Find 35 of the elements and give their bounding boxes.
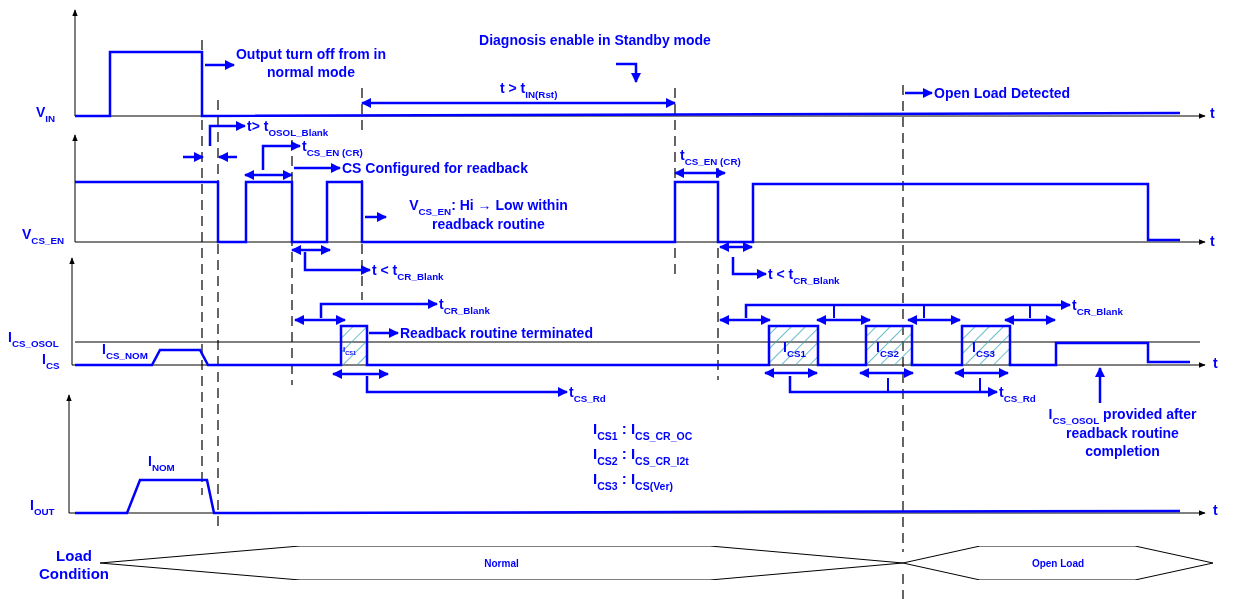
- diagram-label: V$_{IN}$: [36, 103, 56, 122]
- diagram-label: t: [1213, 501, 1218, 519]
- diagram-label: t> t$_{OSOL_Blank}$: [247, 117, 329, 136]
- diagram-label: I$_{CS1}$: [783, 338, 806, 357]
- diagram-label: Diagnosis enable in Standby mode: [478, 31, 712, 49]
- load-state-label: Open Load: [1031, 556, 1085, 571]
- diagram-label: t: [1210, 232, 1215, 250]
- diagram-label: CS Configured for readback: [342, 159, 528, 177]
- diagram-label: t < t$_{CR_Blank}$: [372, 261, 444, 280]
- diagram-label: t$_{CS_Rd}$: [999, 383, 1036, 402]
- diagram-label: t$_{CR_Blank}$: [1072, 296, 1123, 315]
- diagram-label: I$_{CS_NOM}$: [102, 340, 148, 359]
- diagram-label: Output turn off from in normal mode: [234, 45, 388, 81]
- diagram-label: t$_{CS_Rd}$: [569, 383, 606, 402]
- diagram-label: I$_{CS3}$: [972, 338, 995, 357]
- load-state-label: Normal: [484, 556, 519, 571]
- diagram-label: V$_{CS_EN}$: [22, 225, 64, 244]
- diagram-label: I$_{NOM}$: [148, 452, 175, 471]
- diagram-label: V$_{CS_EN}$: Hi → Low within readback routine: [408, 196, 569, 233]
- diagram-label: t$_{CS_EN (CR)}$: [302, 137, 363, 156]
- diagram-label: t < t$_{CR_Blank}$: [768, 265, 840, 284]
- diagram-label: I$_{CS}$: [42, 350, 60, 369]
- diagram-label: Readback routine terminated: [400, 324, 593, 342]
- diagram-label: I$_{CS1}$: [343, 344, 357, 359]
- diagram-label: t: [1210, 104, 1215, 122]
- diagram-label: t$_{CS_EN (CR)}$: [680, 146, 741, 165]
- diagram-label: t: [1213, 354, 1218, 372]
- diagram-label: I$_{CS2}$: [876, 338, 899, 357]
- diagram-label: I$_{OUT}$: [30, 496, 55, 515]
- diagram-label: t > t$_{IN(Rst)}$: [500, 79, 558, 98]
- diagram-label: I$_{CS_OSOL}$ provided after readback routine completion: [1047, 405, 1198, 460]
- diagram-label: Load Condition: [38, 547, 110, 583]
- diagram-label: I$_{CS_OSOL}$: [8, 328, 59, 347]
- diagram-label: t$_{CR_Blank}$: [439, 295, 490, 314]
- diagram-label: Open Load Detected: [934, 84, 1071, 102]
